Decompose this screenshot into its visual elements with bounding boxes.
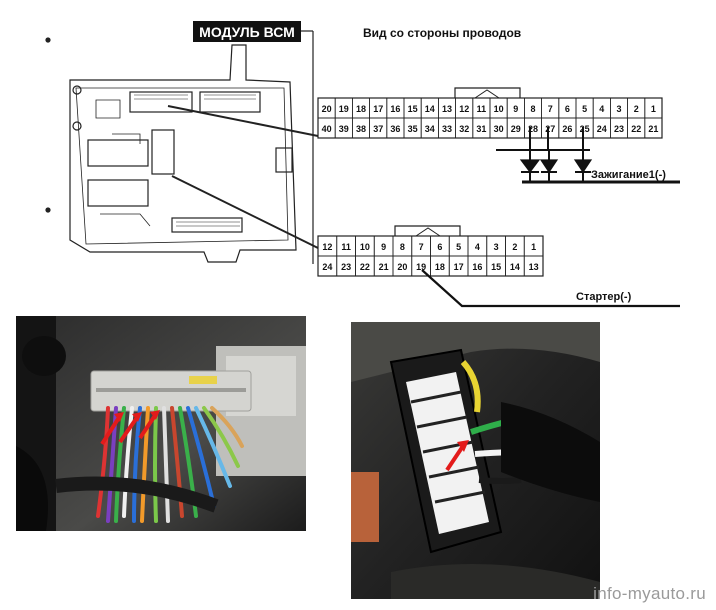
photo-ignition-connector <box>351 322 600 599</box>
connector-b-pin-23: 23 <box>341 262 351 272</box>
red-arrow-right <box>445 444 465 472</box>
connector-b-pin-22: 22 <box>360 262 370 272</box>
photo-bcm-connector-drawing <box>16 316 306 531</box>
connector-b-pin-10: 10 <box>360 242 370 252</box>
connector-a-pin-24: 24 <box>597 124 607 134</box>
connector-b-pin-1: 1 <box>531 242 536 252</box>
connector-b-pin-24: 24 <box>322 262 332 272</box>
connector-a-pin-29: 29 <box>511 124 521 134</box>
leader-line-connector-b <box>171 175 319 249</box>
connector-a-pin-40: 40 <box>322 124 332 134</box>
connector-b-pin-11: 11 <box>341 242 351 252</box>
ignition-circuit <box>496 127 680 184</box>
bcm-module-drawing <box>45 37 297 263</box>
connector-a-pin-30: 30 <box>494 124 504 134</box>
connector-a-latch-arrow <box>474 89 500 99</box>
connector-b-pin-4: 4 <box>475 242 480 252</box>
connector-a-pin-39: 39 <box>339 124 349 134</box>
connector-a-pin-26: 26 <box>562 124 572 134</box>
photo-bcm-connector <box>16 316 306 531</box>
connector-a-latch <box>454 87 521 98</box>
connector-a-pin-4: 4 <box>599 104 604 114</box>
connector-a-pin-cell <box>644 117 663 139</box>
module-label-box <box>193 21 301 42</box>
connector-a-pin-1: 1 <box>651 104 656 114</box>
connector-b-pin-2: 2 <box>512 242 517 252</box>
connector-a-pin-19: 19 <box>339 104 349 114</box>
connector-a-pin-18: 18 <box>356 104 366 114</box>
connector-a-pin-14: 14 <box>425 104 435 114</box>
connector-b-pin-8: 8 <box>400 242 405 252</box>
connector-b-pin-9: 9 <box>381 242 386 252</box>
connector-b-pin-17: 17 <box>454 262 464 272</box>
connector-a-pin-22: 22 <box>631 124 641 134</box>
connector-a-pin-28: 28 <box>528 124 538 134</box>
connector-b-pin-3: 3 <box>494 242 499 252</box>
connector-b-pin-13: 13 <box>529 262 539 272</box>
connector-b-latch-arrow <box>415 227 441 237</box>
connector-b-pin-5: 5 <box>456 242 461 252</box>
connector-a-pin-16: 16 <box>390 104 400 114</box>
starter-label: Стартер(-) <box>576 291 632 303</box>
connector-b-pin-7: 7 <box>419 242 424 252</box>
connector-a-pin-5: 5 <box>582 104 587 114</box>
connector-b-latch <box>394 225 461 236</box>
connector-a-pin-35: 35 <box>408 124 418 134</box>
connector-a-pin-8: 8 <box>530 104 535 114</box>
watermark: info-myauto.ru <box>593 584 706 603</box>
photo-ignition-connector-drawing <box>351 322 600 599</box>
connector-b-pin-18: 18 <box>435 262 445 272</box>
connector-a-pin-32: 32 <box>459 124 469 134</box>
connector-b-pin-19: 19 <box>416 262 426 272</box>
starter-wire <box>421 269 680 308</box>
module-label: МОДУЛЬ ВСМ <box>199 24 295 40</box>
connector-a-pin-11: 11 <box>477 104 487 114</box>
connector-b-pin-15: 15 <box>491 262 501 272</box>
view-caption: Вид со стороны проводов <box>363 26 521 40</box>
connector-b-pin-20: 20 <box>397 262 407 272</box>
connector-a-pin-2: 2 <box>634 104 639 114</box>
connector-a-pin-23: 23 <box>614 124 624 134</box>
connector-a-pin-6: 6 <box>565 104 570 114</box>
connector-a-pin-15: 15 <box>408 104 418 114</box>
connector-b-pin-12: 12 <box>322 242 332 252</box>
leader-line-connector-a <box>167 105 319 137</box>
red-arrow-2 <box>118 414 140 444</box>
connector-a-pin-21: 21 <box>648 124 658 134</box>
diode-pin-25 <box>573 159 593 174</box>
red-arrow-3 <box>138 412 158 440</box>
connector-a-pin-9: 9 <box>513 104 518 114</box>
diode-pin-27 <box>539 159 559 174</box>
connector-b-pin-cell <box>523 255 544 277</box>
connector-a-pin-17: 17 <box>373 104 383 114</box>
connector-a-pin-33: 33 <box>442 124 452 134</box>
connector-a-pin-31: 31 <box>476 124 486 134</box>
connector-a-pin-38: 38 <box>356 124 366 134</box>
connector-a-pin-25: 25 <box>580 124 590 134</box>
connector-a-pin-3: 3 <box>616 104 621 114</box>
connector-a-pin-13: 13 <box>442 104 452 114</box>
connector-b-pin-6: 6 <box>437 242 442 252</box>
diode-pin-28 <box>519 159 541 173</box>
connector-a-pin-10: 10 <box>494 104 504 114</box>
connector-a-pin-7: 7 <box>548 104 553 114</box>
connector-a-pin-12: 12 <box>459 104 469 114</box>
connector-a-pin-27: 27 <box>545 124 555 134</box>
connector-b-pin-14: 14 <box>510 262 520 272</box>
connector-a-pin-20: 20 <box>322 104 332 114</box>
connector-a-pin-37: 37 <box>373 124 383 134</box>
connector-a-pin-36: 36 <box>390 124 400 134</box>
red-arrow-1 <box>100 414 122 446</box>
ignition-label: Зажигание1(-) <box>591 169 666 181</box>
connector-b-pin-16: 16 <box>472 262 482 272</box>
connector-a-pin-34: 34 <box>425 124 435 134</box>
connector-b-pin-21: 21 <box>379 262 389 272</box>
